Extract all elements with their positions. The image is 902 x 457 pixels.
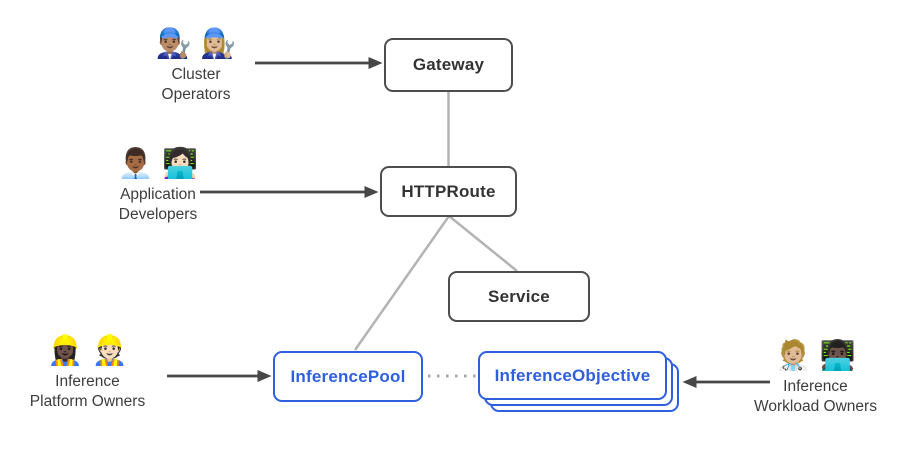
application-developers-label-line1: Application <box>120 186 196 203</box>
gateway-label: Gateway <box>412 55 485 74</box>
persona-inference-platform-owners: 👷🏿‍♀️ 👷🏻 Inference Platform Owners <box>5 333 170 412</box>
inferenceobjective-stack: InferenceObjective <box>478 351 679 412</box>
persona-inference-workload-owners: 🧑🏼‍⚕️ 👨🏿‍💻 Inference Workload Owners <box>733 338 898 417</box>
inferencepool-label: InferencePool <box>290 366 406 386</box>
httproute-label: HTTPRoute <box>401 181 496 201</box>
inference-platform-owners-label-line2: Platform Owners <box>29 393 146 410</box>
application-developers-emoji-icon: 👨🏾‍💼 👩🏻‍💻 <box>117 148 199 180</box>
gateway-node: Gateway <box>384 38 513 92</box>
cluster-operators-emoji-icon: 👨🏽‍🔧 👩🏼‍🔧 <box>155 28 237 60</box>
inference-workload-owners-emoji-icon: 🧑🏼‍⚕️ 👨🏿‍💻 <box>775 340 856 372</box>
service-label: Service <box>488 286 550 306</box>
inferenceobjective-label: InferenceObjective <box>494 365 651 385</box>
connector-httproute-service <box>448 215 518 272</box>
inference-platform-owners-label-line1: Inference <box>55 373 120 390</box>
persona-application-developers: 👨🏾‍💼 👩🏻‍💻 Application Developers <box>78 146 238 225</box>
inference-platform-owners-emoji-icon: 👷🏿‍♀️ 👷🏻 <box>47 335 128 367</box>
service-node: Service <box>448 271 590 322</box>
inference-workload-owners-label-line2: Workload Owners <box>754 398 877 415</box>
cluster-operators-label-line1: Cluster <box>171 66 221 83</box>
persona-cluster-operators: 👨🏽‍🔧 👩🏼‍🔧 Cluster Operators <box>116 26 276 105</box>
inferenceobjective-node: InferenceObjective <box>478 351 667 400</box>
connector-httproute-inferencepool <box>353 215 451 351</box>
inferencepool-node: InferencePool <box>273 351 423 402</box>
inference-workload-owners-label-line1: Inference <box>783 378 848 395</box>
httproute-node: HTTPRoute <box>380 166 517 217</box>
cluster-operators-label-line2: Operators <box>161 86 231 103</box>
application-developers-label-line2: Developers <box>118 206 198 223</box>
